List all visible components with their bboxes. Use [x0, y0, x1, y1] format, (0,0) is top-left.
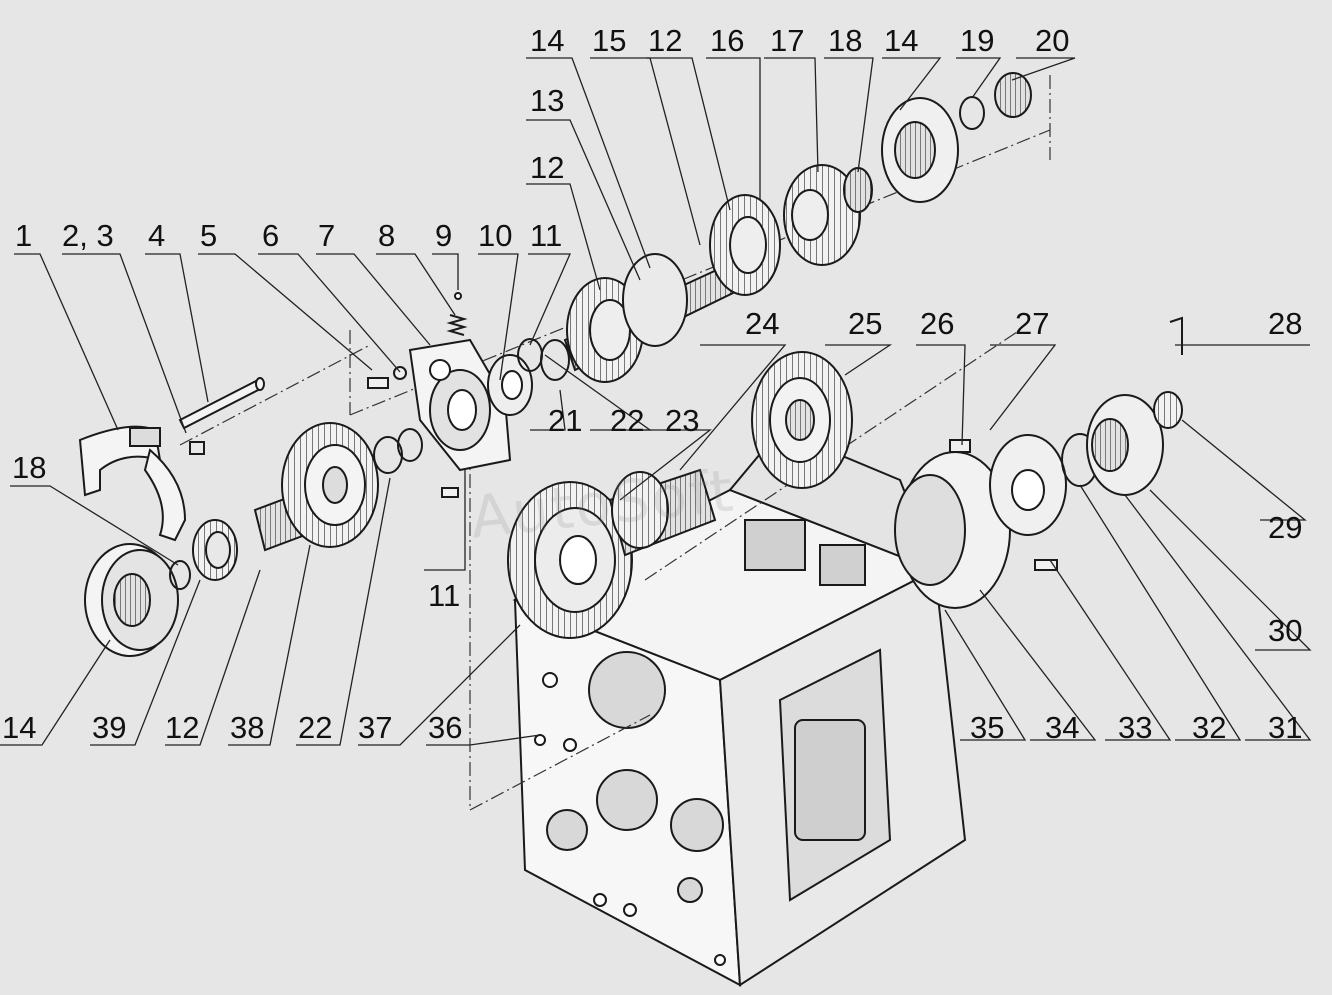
- gear-left: [281, 422, 379, 548]
- pin: [178, 377, 265, 430]
- callout-14-top-right[interactable]: 14: [884, 23, 919, 58]
- callout-12-lower[interactable]: 12: [165, 710, 200, 745]
- callout-18-top[interactable]: 18: [828, 23, 863, 58]
- detent-spring: [446, 292, 468, 336]
- callout-17[interactable]: 17: [770, 23, 805, 58]
- thrust-ring-upper: [517, 338, 570, 381]
- bearing-cover: [408, 338, 512, 472]
- callout-27[interactable]: 27: [1015, 306, 1050, 341]
- callout-10[interactable]: 10: [478, 218, 513, 253]
- set-screw: [189, 441, 205, 455]
- callout-24[interactable]: 24: [745, 306, 780, 341]
- thrust-ring-lower: [373, 428, 423, 474]
- callout-25[interactable]: 25: [848, 306, 883, 341]
- callout-39[interactable]: 39: [92, 710, 127, 745]
- callout-14-top-left[interactable]: 14: [530, 23, 565, 58]
- callout-32[interactable]: 32: [1192, 710, 1227, 745]
- callout-20[interactable]: 20: [1035, 23, 1070, 58]
- callout-13[interactable]: 13: [530, 83, 565, 118]
- callout-16[interactable]: 16: [710, 23, 745, 58]
- callout-26[interactable]: 26: [920, 306, 955, 341]
- callout-5[interactable]: 5: [200, 218, 218, 253]
- snap-ring-left: [169, 560, 191, 590]
- callout-23[interactable]: 23: [665, 403, 700, 438]
- right-assembly: [894, 316, 1183, 609]
- callout-22-bottom[interactable]: 22: [298, 710, 333, 745]
- callout-15[interactable]: 15: [592, 23, 627, 58]
- callout-1[interactable]: 1: [15, 218, 33, 253]
- callout-19[interactable]: 19: [960, 23, 995, 58]
- synchronizer-hub-left: [84, 543, 179, 657]
- callout-18-left[interactable]: 18: [12, 450, 47, 485]
- callout-33[interactable]: 33: [1118, 710, 1153, 745]
- gearbox-housing: [512, 428, 967, 987]
- callout-38[interactable]: 38: [230, 710, 265, 745]
- leader-lines: [0, 57, 1312, 746]
- shift-fork: [78, 425, 187, 542]
- callout-11-upper[interactable]: 11: [530, 218, 563, 253]
- callout-8[interactable]: 8: [378, 218, 396, 253]
- callout-29[interactable]: 29: [1268, 510, 1303, 545]
- callout-21[interactable]: 21: [548, 403, 583, 438]
- middle-gears: [507, 351, 853, 639]
- callout-28[interactable]: 28: [1268, 306, 1303, 341]
- callout-30[interactable]: 30: [1268, 613, 1303, 648]
- callout-9[interactable]: 9: [435, 218, 453, 253]
- callout-31[interactable]: 31: [1268, 710, 1303, 745]
- callout-37[interactable]: 37: [358, 710, 393, 745]
- callout-22-mid[interactable]: 22: [610, 403, 645, 438]
- callout-12-upper[interactable]: 12: [648, 23, 683, 58]
- upper-shaft: [563, 72, 1032, 383]
- callout-12-mid[interactable]: 12: [530, 150, 565, 185]
- sleeve-left: [192, 519, 238, 581]
- callout-34[interactable]: 34: [1045, 710, 1080, 745]
- callout-35[interactable]: 35: [970, 710, 1005, 745]
- callout-7[interactable]: 7: [318, 218, 336, 253]
- cover-bolt: [367, 366, 459, 498]
- callout-4[interactable]: 4: [148, 218, 166, 253]
- callout-6[interactable]: 6: [262, 218, 280, 253]
- callout-36[interactable]: 36: [428, 710, 463, 745]
- callout-2-3[interactable]: 2, 3: [62, 218, 114, 253]
- ball-bearing-10: [487, 354, 533, 416]
- callout-14-bottom[interactable]: 14: [2, 710, 37, 745]
- callout-11-lower[interactable]: 11: [428, 578, 461, 613]
